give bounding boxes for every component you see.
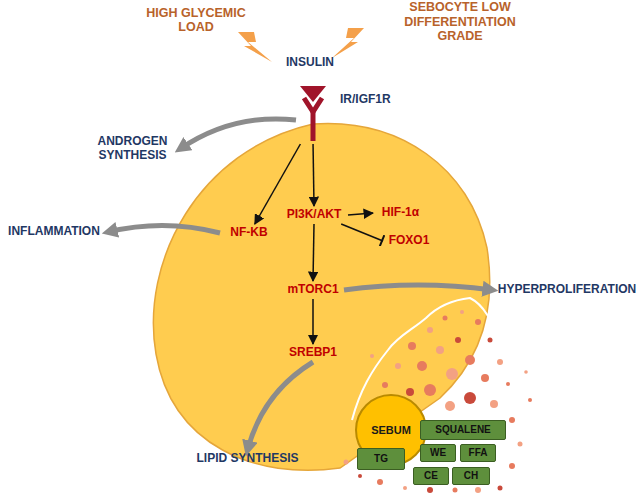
node-text: SEBUM [371, 424, 411, 437]
node-text: SEBOCYTE LOW DIFFERENTIATION GRADE [385, 0, 535, 43]
node-text: SREBP1 [289, 346, 337, 360]
arrow-connector [180, 119, 296, 149]
pathway-node: NF-KB [220, 224, 278, 242]
lipid-box: WE [420, 444, 456, 462]
inhibition-connector [341, 224, 383, 241]
receptor-node: IR/IGF1R [296, 84, 406, 144]
arrow-connector [312, 144, 314, 206]
outcome-label: INFLAMMATION [0, 223, 108, 241]
hormone-label: INSULIN [270, 54, 350, 72]
lipid-box: CH [452, 467, 490, 485]
outcome-label: LIPID SYNTHESIS [185, 450, 310, 468]
arrow-connector [248, 362, 314, 450]
node-text: PI3K/AKT [287, 208, 342, 222]
node-text: mTORC1 [287, 283, 338, 297]
node-text: FOXO1 [389, 234, 430, 248]
arrow-connector [255, 144, 301, 224]
arrow-connector [344, 285, 492, 290]
node-text: WE [430, 447, 446, 459]
cause-label: SEBOCYTE LOW DIFFERENTIATION GRADE [385, 0, 535, 44]
node-text: IR/IGF1R [340, 93, 391, 107]
sebocyte-cell [153, 124, 489, 471]
node-text: CE [424, 470, 438, 482]
sebum-droplets [344, 310, 533, 493]
node-text: TG [374, 453, 388, 465]
node-text: HYPERPROLIFERATION [498, 283, 636, 297]
node-text: ANDROGEN SYNTHESIS [85, 135, 180, 163]
lipid-box: SQUALENE [420, 420, 506, 440]
pathway-node: PI3K/AKT [280, 206, 348, 224]
arrow-connector [108, 225, 220, 233]
pathway-node: mTORC1 [282, 281, 344, 299]
node-text: FFA [469, 447, 488, 459]
lipid-box: TG [357, 448, 405, 470]
lightning-bolt [238, 32, 272, 62]
receptor-symbol [300, 86, 326, 141]
lightning-bolt [332, 28, 364, 58]
node-text: CH [464, 470, 478, 482]
pathway-node: HIF-1α [373, 204, 428, 222]
cause-label: HIGH GLYCEMIC LOAD [140, 2, 252, 38]
outcome-label: ANDROGEN SYNTHESIS [85, 132, 180, 166]
node-text: INSULIN [286, 56, 334, 70]
arrow-connector [312, 299, 314, 344]
outcome-label: HYPERPROLIFERATION [492, 281, 642, 299]
node-text: NF-KB [230, 226, 267, 240]
lipid-box: CE [413, 467, 449, 485]
pathway-node: FOXO1 [383, 232, 435, 250]
node-text: SQUALENE [435, 424, 491, 436]
node-text: INFLAMMATION [8, 225, 100, 239]
node-text: HIGH GLYCEMIC LOAD [140, 6, 252, 35]
node-text: HIF-1α [382, 206, 419, 220]
node-text: LIPID SYNTHESIS [196, 452, 298, 466]
arrow-connector [348, 213, 373, 215]
lipid-box: FFA [460, 444, 496, 462]
arrow-connector [313, 224, 314, 281]
pathway-node: SREBP1 [282, 344, 344, 362]
